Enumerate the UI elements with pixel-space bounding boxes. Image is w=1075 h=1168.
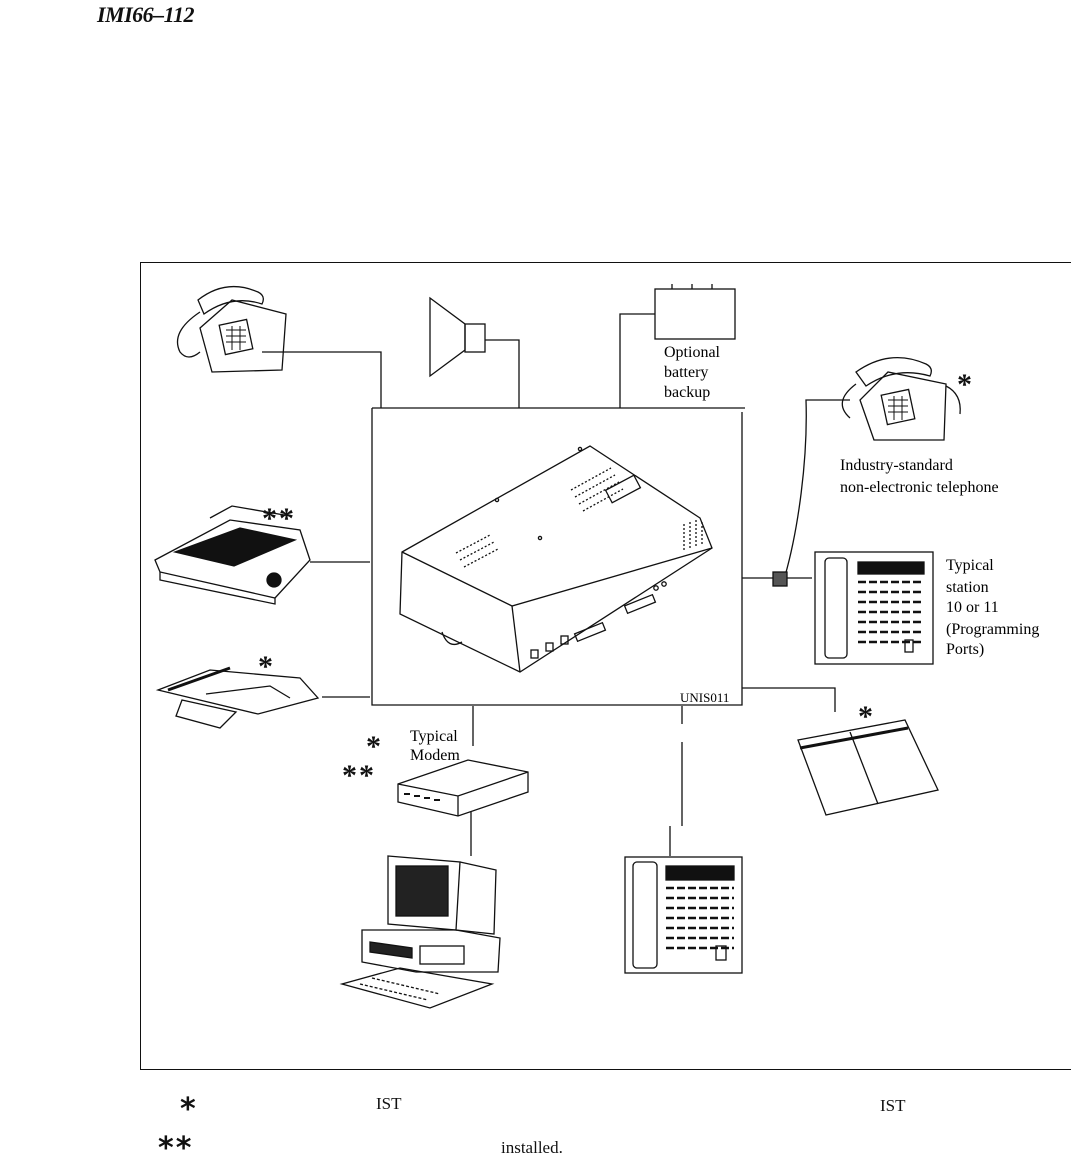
modem-icon [397, 759, 529, 817]
fax-machine-icon [155, 666, 320, 729]
battery-label-1: Optional [664, 344, 721, 361]
battery-box-icon [654, 284, 736, 340]
station-label-5: Ports) [946, 641, 984, 658]
battery-label-3: backup [664, 384, 710, 401]
marker-modem-single: * [366, 730, 381, 763]
diagram-frame [140, 262, 1071, 1070]
station-telephone-icon [814, 551, 934, 665]
legend-single-star: * [180, 1092, 198, 1127]
battery-label-2: battery [664, 364, 708, 381]
modem-label-2: Modem [410, 747, 460, 764]
computer-icon [339, 855, 501, 1009]
marker-answering-machine: * [858, 700, 873, 733]
connector-block-icon [772, 571, 788, 587]
marker-printer: ** [262, 502, 296, 535]
marker-modem-double: ** [342, 759, 376, 792]
marker-fax: * [258, 650, 273, 683]
station-label-4: (Programming [946, 621, 1039, 638]
speaker-icon [429, 296, 486, 378]
connection-lines [262, 313, 850, 856]
station-label-1: Typical [946, 557, 994, 574]
station-label-2: station [946, 579, 989, 596]
modem-label-1: Typical [410, 728, 458, 745]
document-code: IMI66–112 [97, 2, 194, 27]
legend-double-star: ** [158, 1131, 194, 1166]
station-label-3: 10 or 11 [946, 599, 999, 616]
legend-double-star-text: installed. [501, 1138, 563, 1157]
answering-machine-icon [797, 719, 939, 816]
printer-icon [154, 505, 311, 605]
legend-single-star-text-b: IST [880, 1096, 906, 1115]
legend-single-star-text-a: IST [376, 1094, 402, 1113]
industry-telephone-icon [841, 357, 961, 441]
rotary-telephone-icon [176, 286, 287, 373]
control-unit-code: UNIS011 [680, 690, 729, 705]
desk-telephone-icon [624, 856, 743, 974]
control-unit [371, 408, 743, 706]
industry-phone-label-2: non-electronic telephone [840, 479, 999, 496]
industry-phone-label-1: Industry-standard [840, 457, 953, 474]
marker-industry-phone: * [957, 368, 972, 401]
